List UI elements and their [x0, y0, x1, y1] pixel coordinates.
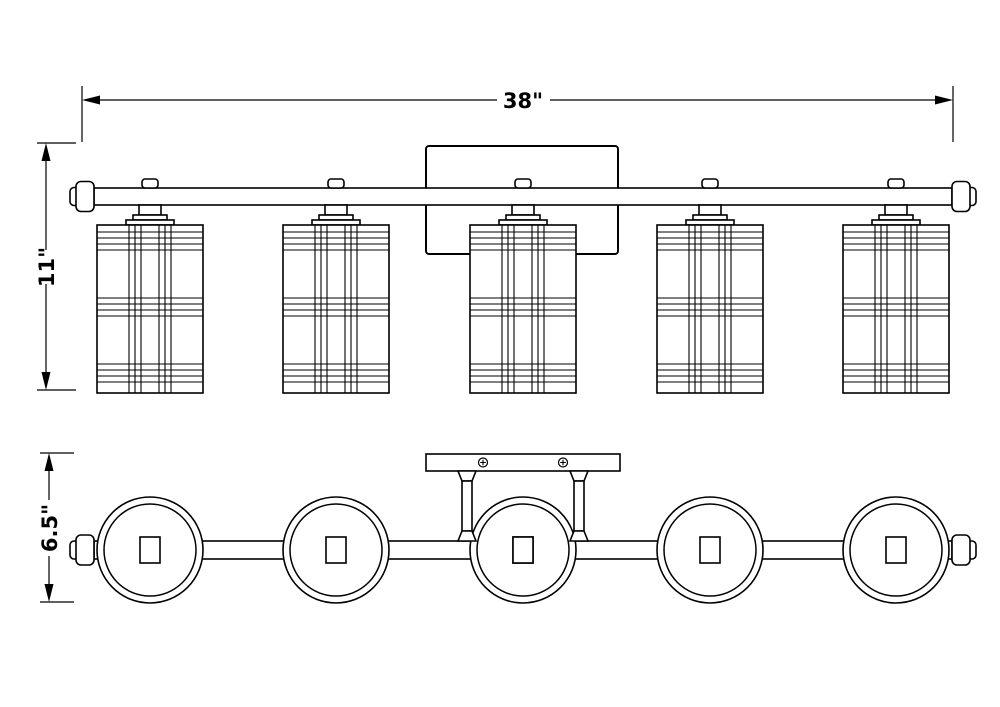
extension-lines-height	[37, 142, 76, 391]
dimension-label-depth: 6.5"	[38, 504, 62, 552]
shade-1-bottom	[96, 496, 204, 604]
dimension-label-width: 38"	[503, 89, 543, 113]
shade-2-front	[282, 178, 390, 394]
shade-2-bottom	[282, 496, 390, 604]
dimension-label-height: 11"	[35, 247, 59, 287]
end-cap-left-bottom	[69, 534, 95, 566]
fixture-bar-front	[93, 187, 953, 206]
shade-5-bottom	[842, 496, 950, 604]
shade-4-front	[656, 178, 764, 394]
arrowhead-bottom	[41, 372, 51, 390]
mounting-plate-bottom	[425, 453, 621, 472]
extension-lines-depth	[40, 452, 74, 603]
shade-4-bottom	[656, 496, 764, 604]
center-socket-bottom	[512, 536, 534, 564]
dimension-depth: 6.5"	[38, 452, 74, 603]
bottom-view	[69, 453, 977, 604]
end-cap-right-front	[951, 180, 977, 213]
shade-1-front	[96, 178, 204, 394]
dimension-height: 11"	[35, 142, 76, 391]
arrowhead-top	[41, 143, 51, 161]
front-view	[69, 145, 977, 394]
extension-lines-width	[81, 86, 954, 142]
arrowhead-left	[82, 95, 100, 105]
arrowhead-right	[935, 95, 953, 105]
dimension-width: 38"	[81, 86, 954, 142]
arrowhead-bottom-depth	[44, 584, 54, 602]
shade-5-front	[842, 178, 950, 394]
end-cap-right-bottom	[951, 534, 977, 566]
arrowhead-top-depth	[44, 453, 54, 471]
end-cap-left-front	[69, 180, 95, 213]
